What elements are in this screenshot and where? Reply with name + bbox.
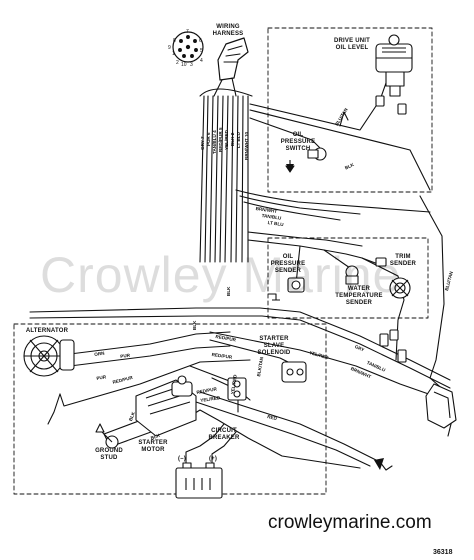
wiring-harness-label: WIRING HARNESS [212,24,244,37]
trim-connector [389,329,399,341]
engine-module-enclosure [267,27,433,193]
pin-number: 10 [181,62,187,68]
pin-number: 9 [168,45,171,51]
sender-enclosure [267,237,429,319]
pin-number: 8 [173,38,176,44]
alternator [23,335,75,377]
pin-number: 6 [199,38,202,44]
drive-unit-oil-level-reservoir [375,34,413,97]
circuit-breaker-label: CIRCUIT BREAKER [208,428,240,441]
battery-negative-label: (–) [178,456,186,462]
alternator-label: ALTERNATOR [25,328,69,334]
engine-harness-plug [425,383,457,429]
circuit-breaker [227,377,247,401]
wire-label: BLK [192,320,197,330]
wire-label: LT BLU [236,132,241,148]
oil-pressure-sender [268,277,305,301]
battery [175,462,223,499]
footer-url: crowleymarine.com [268,512,432,533]
ground-arrow-right [374,458,384,470]
ground-stud-label: GROUND STUD [95,448,123,461]
starter-slave-solenoid [281,361,307,383]
battery-positive-label: (+) [208,456,218,462]
pin-number: 3 [190,62,193,68]
inline-connector-1 [379,333,389,347]
oil-pressure-switch-label: OIL PRESSURE SWITCH [280,132,316,152]
wire-label: RED/PUR 5 [218,127,223,152]
starter-motor-label: STARTER MOTOR [138,440,168,453]
drive-unit-connector [375,95,407,115]
wire-label: TAN/BLU 4 [212,130,217,154]
watermark: Crowley Marine [40,247,402,303]
ground-stud [95,423,119,449]
trim-plug [375,257,387,267]
pin-number: 1 [172,51,175,57]
trim-sender [389,277,411,299]
ground-arrow-upper [286,164,294,172]
starter-motor [135,375,197,437]
drive-unit-oil-level-label: DRIVE UNIT OIL LEVEL [333,38,370,51]
starter-slave-solenoid-label: STARTER SLAVE SOLENOID [257,336,291,356]
oil-pressure-switch [285,147,327,173]
pin-number: 7 [186,29,189,35]
wire-label: GRY 7 [200,136,205,150]
figure-number: 36318 [433,549,453,556]
oil-pressure-sender-label: OIL PRESSURE SENDER [270,254,306,274]
wire-label: PUR 6 [206,132,211,146]
water-temperature-sender-label: WATER TEMPERATURE SENDER [335,286,383,306]
wire-label: YEL/RED [224,130,229,150]
pin-number: 2 [176,60,179,66]
pin-number: 5 [200,48,203,54]
starting-system-enclosure [13,323,327,495]
harness-connector [172,31,249,97]
wire-label: BLK 2 [230,132,235,146]
trim-sender-label: TRIM SENDER [389,254,417,267]
wire-label: BRN/WHT 10 [244,131,249,160]
inline-connector-2 [397,349,407,363]
water-temperature-sender [345,265,359,285]
pin-number: 4 [200,58,203,64]
